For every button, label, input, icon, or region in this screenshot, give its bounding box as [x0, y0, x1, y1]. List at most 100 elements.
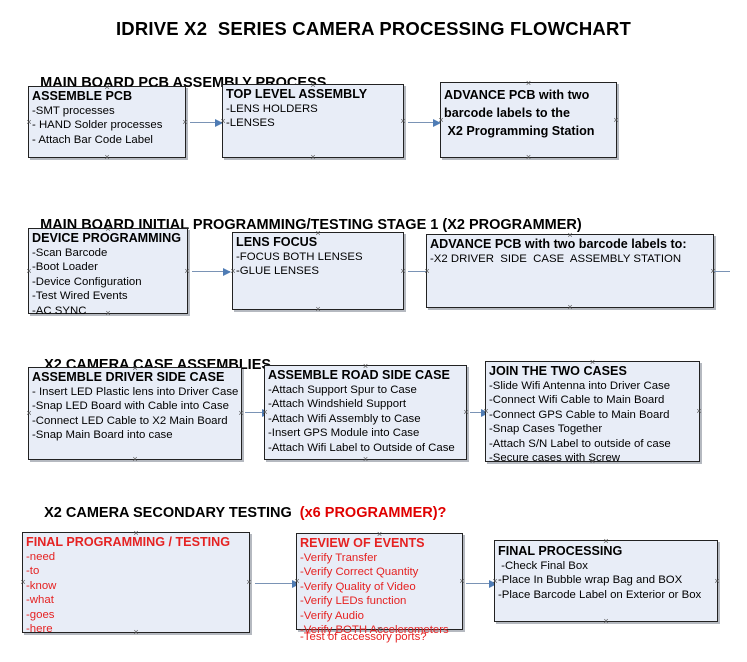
resize-handle-top[interactable]: [589, 359, 596, 366]
process-box-advance-pcb-driver-side-station[interactable]: ADVANCE PCB with two barcode labels to: …: [426, 234, 714, 308]
section-heading-4: X2 CAMERA SECONDARY TESTING (x6 PROGRAMM…: [28, 489, 446, 537]
resize-handle-top[interactable]: [362, 363, 369, 370]
process-box-final-processing[interactable]: FINAL PROCESSING -Check Final Box -Place…: [494, 540, 718, 622]
resize-handle-bottom[interactable]: [132, 456, 139, 463]
box-line: -Verify Correct Quantity: [300, 566, 419, 579]
process-box-device-programming[interactable]: DEVICE PROGRAMMING -Scan Barcode -Boot L…: [26, 226, 191, 317]
box-title: FINAL PROCESSING: [498, 544, 623, 558]
resize-handle-top[interactable]: [133, 530, 140, 537]
process-box-review-of-events[interactable]: REVIEW OF EVENTS -Verify Transfer -Verif…: [294, 531, 466, 643]
box-line: -Secure cases with Screw: [489, 452, 621, 465]
box-line: -Test Wired Events: [32, 290, 128, 303]
connector-arrow: [408, 118, 441, 127]
resize-handle-top[interactable]: [376, 531, 383, 538]
resize-handle-bottom[interactable]: [310, 154, 317, 161]
resize-handle-right[interactable]: [400, 118, 407, 125]
resize-handle-right[interactable]: [613, 117, 620, 124]
process-box-join-the-two-cases[interactable]: JOIN THE TWO CASES -Slide Wifi Antenna i…: [483, 359, 703, 465]
box-line: -Attach Wifi Label to Outside of Case: [268, 441, 455, 454]
resize-handle-left[interactable]: [26, 410, 33, 417]
box-line: -Verify Quality of Video: [300, 580, 416, 593]
process-box-lens-focus[interactable]: LENS FOCUS -FOCUS BOTH LENSES -GLUE LENS…: [232, 232, 404, 310]
resize-handle-bottom[interactable]: [603, 618, 610, 625]
process-box-assemble-driver-side-case[interactable]: ASSEMBLE DRIVER SIDE CASE - Insert LED P…: [28, 367, 242, 460]
resize-handle-left[interactable]: [26, 268, 33, 275]
process-box-final-programming-testing[interactable]: FINAL PROGRAMMING / TESTING -need -to -k…: [20, 530, 253, 636]
resize-handle-bottom[interactable]: [376, 626, 383, 633]
box-title: LENS FOCUS: [236, 235, 318, 249]
box-line: -FOCUS BOTH LENSES: [236, 251, 363, 263]
process-box-assemble-road-side-case[interactable]: ASSEMBLE ROAD SIDE CASE -Attach Support …: [264, 365, 467, 460]
box-line: -LENS HOLDERS: [226, 103, 318, 115]
resize-handle-left[interactable]: [492, 578, 499, 585]
resize-handle-left[interactable]: [438, 117, 445, 124]
box-line: -Attach Support Spur to Case: [268, 384, 417, 396]
resize-handle-left[interactable]: [230, 268, 237, 275]
box-line: -here: [26, 623, 53, 636]
resize-handle-left[interactable]: [262, 409, 269, 416]
box-line: -Verify Audio: [300, 609, 364, 622]
process-box-assemble-pcb[interactable]: ASSEMBLE PCB -SMT processes - HAND Solde…: [28, 86, 186, 158]
resize-handle-right[interactable]: [459, 578, 466, 585]
box-line: -to: [26, 565, 40, 578]
resize-handle-top[interactable]: [525, 80, 532, 87]
box-line: -Snap Main Board into case: [32, 429, 173, 442]
resize-handle-right[interactable]: [184, 268, 191, 275]
resize-handle-left[interactable]: [424, 268, 431, 275]
box-line: -Slide Wifi Antenna into Driver Case: [489, 380, 671, 392]
process-box-advance-pcb-programming-station[interactable]: ADVANCE PCB with two barcode labels to t…: [440, 82, 617, 158]
resize-handle-top[interactable]: [132, 365, 139, 372]
resize-handle-bottom[interactable]: [589, 458, 596, 465]
box-title: TOP LEVEL ASSEMBLY: [226, 87, 368, 101]
process-box-top-level-assembly[interactable]: TOP LEVEL ASSEMBLY -LENS HOLDERS -LENSES: [222, 84, 404, 158]
box-line: -Snap Cases Together: [489, 423, 603, 436]
resize-handle-bottom[interactable]: [362, 456, 369, 463]
resize-handle-top[interactable]: [567, 232, 574, 239]
box-line: -Verify Transfer: [300, 552, 378, 564]
box-line: - Insert LED Plastic lens into Driver Ca…: [32, 386, 239, 398]
resize-handle-left[interactable]: [483, 408, 490, 415]
box-title: ASSEMBLE DRIVER SIDE CASE: [32, 370, 225, 384]
box-line: -Connect LED Cable to X2 Main Board: [32, 414, 228, 427]
box-line: -Place Barcode Label on Exterior or Box: [498, 588, 702, 601]
resize-handle-bottom[interactable]: [315, 306, 322, 313]
resize-handle-right[interactable]: [463, 409, 470, 416]
resize-handle-right[interactable]: [182, 119, 189, 126]
box-title: ADVANCE PCB with two barcode labels to:: [430, 237, 687, 251]
resize-handle-bottom[interactable]: [525, 154, 532, 161]
box-line: -goes: [26, 608, 55, 621]
connector-arrow: [255, 579, 300, 588]
box-title: JOIN THE TWO CASES: [489, 364, 627, 378]
box-line: -GLUE LENSES: [236, 265, 319, 278]
resize-handle-bottom[interactable]: [133, 629, 140, 636]
box-line: -X2 DRIVER SIDE CASE ASSEMBLY STATION: [430, 253, 682, 265]
resize-handle-top[interactable]: [104, 84, 111, 91]
resize-handle-left[interactable]: [20, 579, 27, 586]
box-line: -Attach S/N Label to outside of case: [489, 437, 671, 450]
box-title: FINAL PROGRAMMING / TESTING: [26, 535, 231, 549]
resize-handle-bottom[interactable]: [567, 304, 574, 311]
connector-arrow: [190, 118, 223, 127]
box-line: -Insert GPS Module into Case: [268, 427, 420, 440]
resize-handle-left[interactable]: [294, 578, 301, 585]
resize-handle-right[interactable]: [696, 408, 703, 415]
resize-handle-left[interactable]: [26, 119, 33, 126]
resize-handle-right[interactable]: [400, 268, 407, 275]
resize-handle-right[interactable]: [238, 410, 245, 417]
box-line: -Verify BOTH Accelerometers: [300, 624, 449, 637]
resize-handle-right[interactable]: [714, 578, 721, 585]
box-line: - HAND Solder processes: [32, 119, 163, 132]
resize-handle-top[interactable]: [315, 230, 322, 237]
resize-handle-top[interactable]: [603, 538, 610, 545]
box-line: -Check Final Box: [498, 560, 588, 572]
box-line: -AC SYNC: [32, 304, 87, 317]
connector-stub: [714, 271, 730, 272]
resize-handle-bottom[interactable]: [105, 310, 112, 317]
box-line: -SMT processes: [32, 105, 115, 117]
resize-handle-top[interactable]: [105, 226, 112, 233]
resize-handle-right[interactable]: [246, 579, 253, 586]
box-title: ASSEMBLE ROAD SIDE CASE: [268, 368, 450, 382]
resize-handle-bottom[interactable]: [104, 154, 111, 161]
resize-handle-top[interactable]: [310, 82, 317, 89]
resize-handle-left[interactable]: [220, 118, 227, 125]
